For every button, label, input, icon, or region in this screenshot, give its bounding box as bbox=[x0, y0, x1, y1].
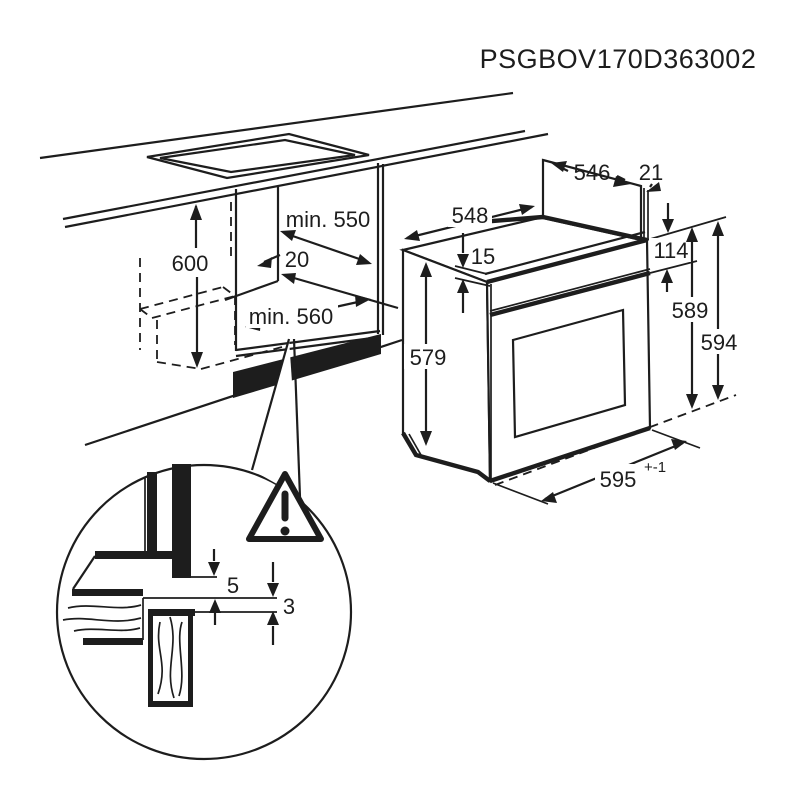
dim-overall-height: 594 bbox=[697, 221, 742, 400]
dim-label-20: 20 bbox=[285, 247, 309, 272]
dim-control-panel-height: 114 bbox=[649, 203, 693, 292]
wood-grain bbox=[67, 604, 142, 609]
callout-leader-line bbox=[250, 338, 291, 471]
dim-gap-bottom: 3 bbox=[267, 562, 295, 645]
dim-label-548: 548 bbox=[452, 203, 489, 228]
dim-label-595: 595 bbox=[600, 467, 637, 492]
dim-niche-width: min. 560 bbox=[245, 295, 371, 331]
dim-label-589: 589 bbox=[672, 298, 709, 323]
wood-section-right bbox=[148, 609, 195, 707]
dim-label-21: 21 bbox=[639, 160, 663, 185]
wood-grain bbox=[73, 627, 141, 632]
wood-grain bbox=[62, 617, 142, 622]
ventilation-strip bbox=[233, 334, 381, 398]
wood-grain bbox=[178, 621, 183, 697]
dim-label-min550: min. 550 bbox=[286, 207, 370, 232]
phantom-oven-outline bbox=[139, 258, 283, 370]
floor-baseline bbox=[494, 394, 737, 486]
dim-oven-top-width: 548 bbox=[404, 203, 535, 241]
dim-label-3: 3 bbox=[283, 594, 295, 619]
oven-door-window bbox=[511, 308, 627, 439]
dim-cabinet-height: 600 bbox=[172, 204, 209, 368]
worktop bbox=[39, 91, 549, 229]
page-title: PSGBOV170D363002 bbox=[480, 44, 757, 74]
dim-label-595-tolerance: +-1 bbox=[644, 459, 666, 476]
dim-gap-top: 5 bbox=[208, 549, 239, 625]
warning-triangle-icon bbox=[246, 471, 324, 542]
dim-label-594: 594 bbox=[701, 330, 738, 355]
dim-label-5: 5 bbox=[227, 573, 239, 598]
dim-oven-top-clearance: 15 bbox=[454, 233, 495, 313]
extension-line-panel bbox=[649, 260, 698, 274]
dim-niche-depth: min. 550 bbox=[280, 207, 372, 265]
dim-body-height: 579 bbox=[404, 262, 451, 446]
wood-grain bbox=[157, 621, 163, 695]
dim-oven-depth: 546 bbox=[551, 160, 631, 187]
dim-label-600: 600 bbox=[172, 251, 209, 276]
control-panel-bottom-edge bbox=[489, 270, 651, 318]
dim-label-114: 114 bbox=[653, 238, 688, 263]
detail-circle: 5 3 bbox=[55, 338, 353, 761]
dim-label-15: 15 bbox=[471, 244, 495, 269]
dim-frame-height: 589 bbox=[668, 227, 713, 409]
control-panel-top-edge bbox=[486, 237, 648, 285]
section-profile bbox=[72, 464, 277, 613]
dim-oven-overhang: 21 bbox=[639, 160, 663, 192]
dim-label-546: 546 bbox=[574, 160, 611, 185]
callout-leader-line bbox=[292, 338, 302, 498]
wood-grain bbox=[169, 616, 175, 699]
dim-label-579: 579 bbox=[410, 345, 447, 370]
cooktop-cutout bbox=[146, 132, 370, 180]
dim-label-min560: min. 560 bbox=[249, 304, 333, 329]
dim-front-width: 595 +-1 bbox=[492, 394, 737, 505]
wood-section-left bbox=[62, 598, 144, 645]
dim-rear-gap: 20 bbox=[257, 247, 399, 310]
extension-line-top bbox=[646, 216, 727, 241]
